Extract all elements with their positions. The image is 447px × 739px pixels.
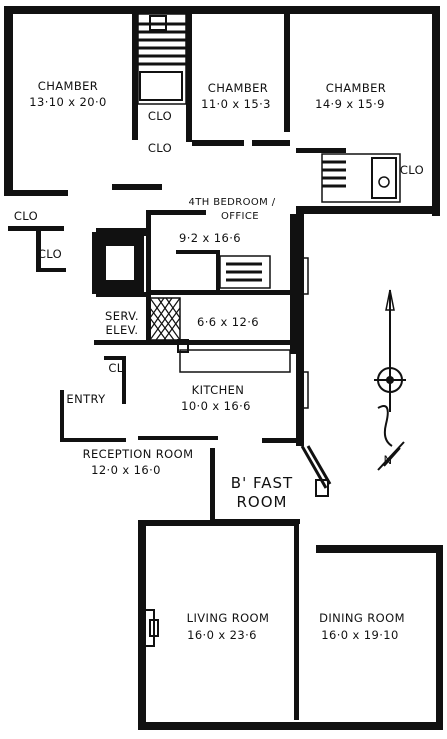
dining-room-name: DINING ROOM: [319, 611, 405, 625]
reception-dims: 12·0 x 16·0: [91, 463, 161, 477]
living-room-name: LIVING ROOM: [187, 611, 270, 625]
chamber-2-dims: 11·0 x 15·3: [201, 97, 271, 111]
closet-label-e: CLO: [38, 247, 62, 261]
service-elevator-shaft: [96, 236, 181, 341]
closet-label-kitchen: CL: [108, 361, 123, 375]
bedroom4-name-line1: 4TH BEDROOM /: [188, 197, 275, 208]
interior-walls: [4, 12, 346, 720]
bfast-name-line2: ROOM: [237, 493, 288, 511]
bfast-name-line1: B' FAST: [231, 474, 293, 492]
service-elevator-label: SERV. ELEV.: [105, 309, 139, 337]
compass-north-label: N: [383, 453, 392, 467]
reception-name: RECEPTION ROOM: [83, 447, 194, 461]
bathroom-fixtures-2: [321, 153, 401, 203]
bedroom4-dims: 9·2 x 16·6: [179, 231, 241, 245]
bathroom-fixtures-1: [137, 13, 187, 105]
closet-labels: CLO CLO CLO CLO CLO CL: [14, 109, 424, 375]
dining-room-dims: 16·0 x 19·10: [321, 628, 398, 642]
room-labels: CHAMBER 13·10 x 20·0 CHAMBER 11·0 x 15·3…: [29, 79, 405, 642]
compass-icon: N: [374, 289, 406, 471]
serv-elev-line2: ELEV.: [106, 323, 139, 337]
fireplace: [141, 609, 159, 647]
maid-room-dims: 6·6 x 12·6: [197, 315, 259, 329]
serv-elev-line1: SERV.: [105, 309, 139, 323]
chamber-3-dims: 14·9 x 15·9: [315, 97, 385, 111]
bedroom4-name-line2: OFFICE: [221, 211, 259, 222]
closet-label-d: CLO: [14, 209, 38, 223]
closet-label-b: CLO: [148, 141, 172, 155]
windows: [300, 257, 332, 497]
kitchen-name: KITCHEN: [192, 383, 245, 397]
chamber-1-name: CHAMBER: [38, 79, 98, 93]
entry-name: ENTRY: [66, 392, 106, 406]
closet-label-c: CLO: [400, 163, 424, 177]
kitchen-dims: 10·0 x 16·6: [181, 399, 251, 413]
kitchen-fixtures: [177, 255, 291, 373]
chamber-3-name: CHAMBER: [326, 81, 386, 95]
closet-label-a: CLO: [148, 109, 172, 123]
chamber-2-name: CHAMBER: [208, 81, 268, 95]
chamber-1-dims: 13·10 x 20·0: [29, 95, 106, 109]
living-room-dims: 16·0 x 23·6: [187, 628, 257, 642]
